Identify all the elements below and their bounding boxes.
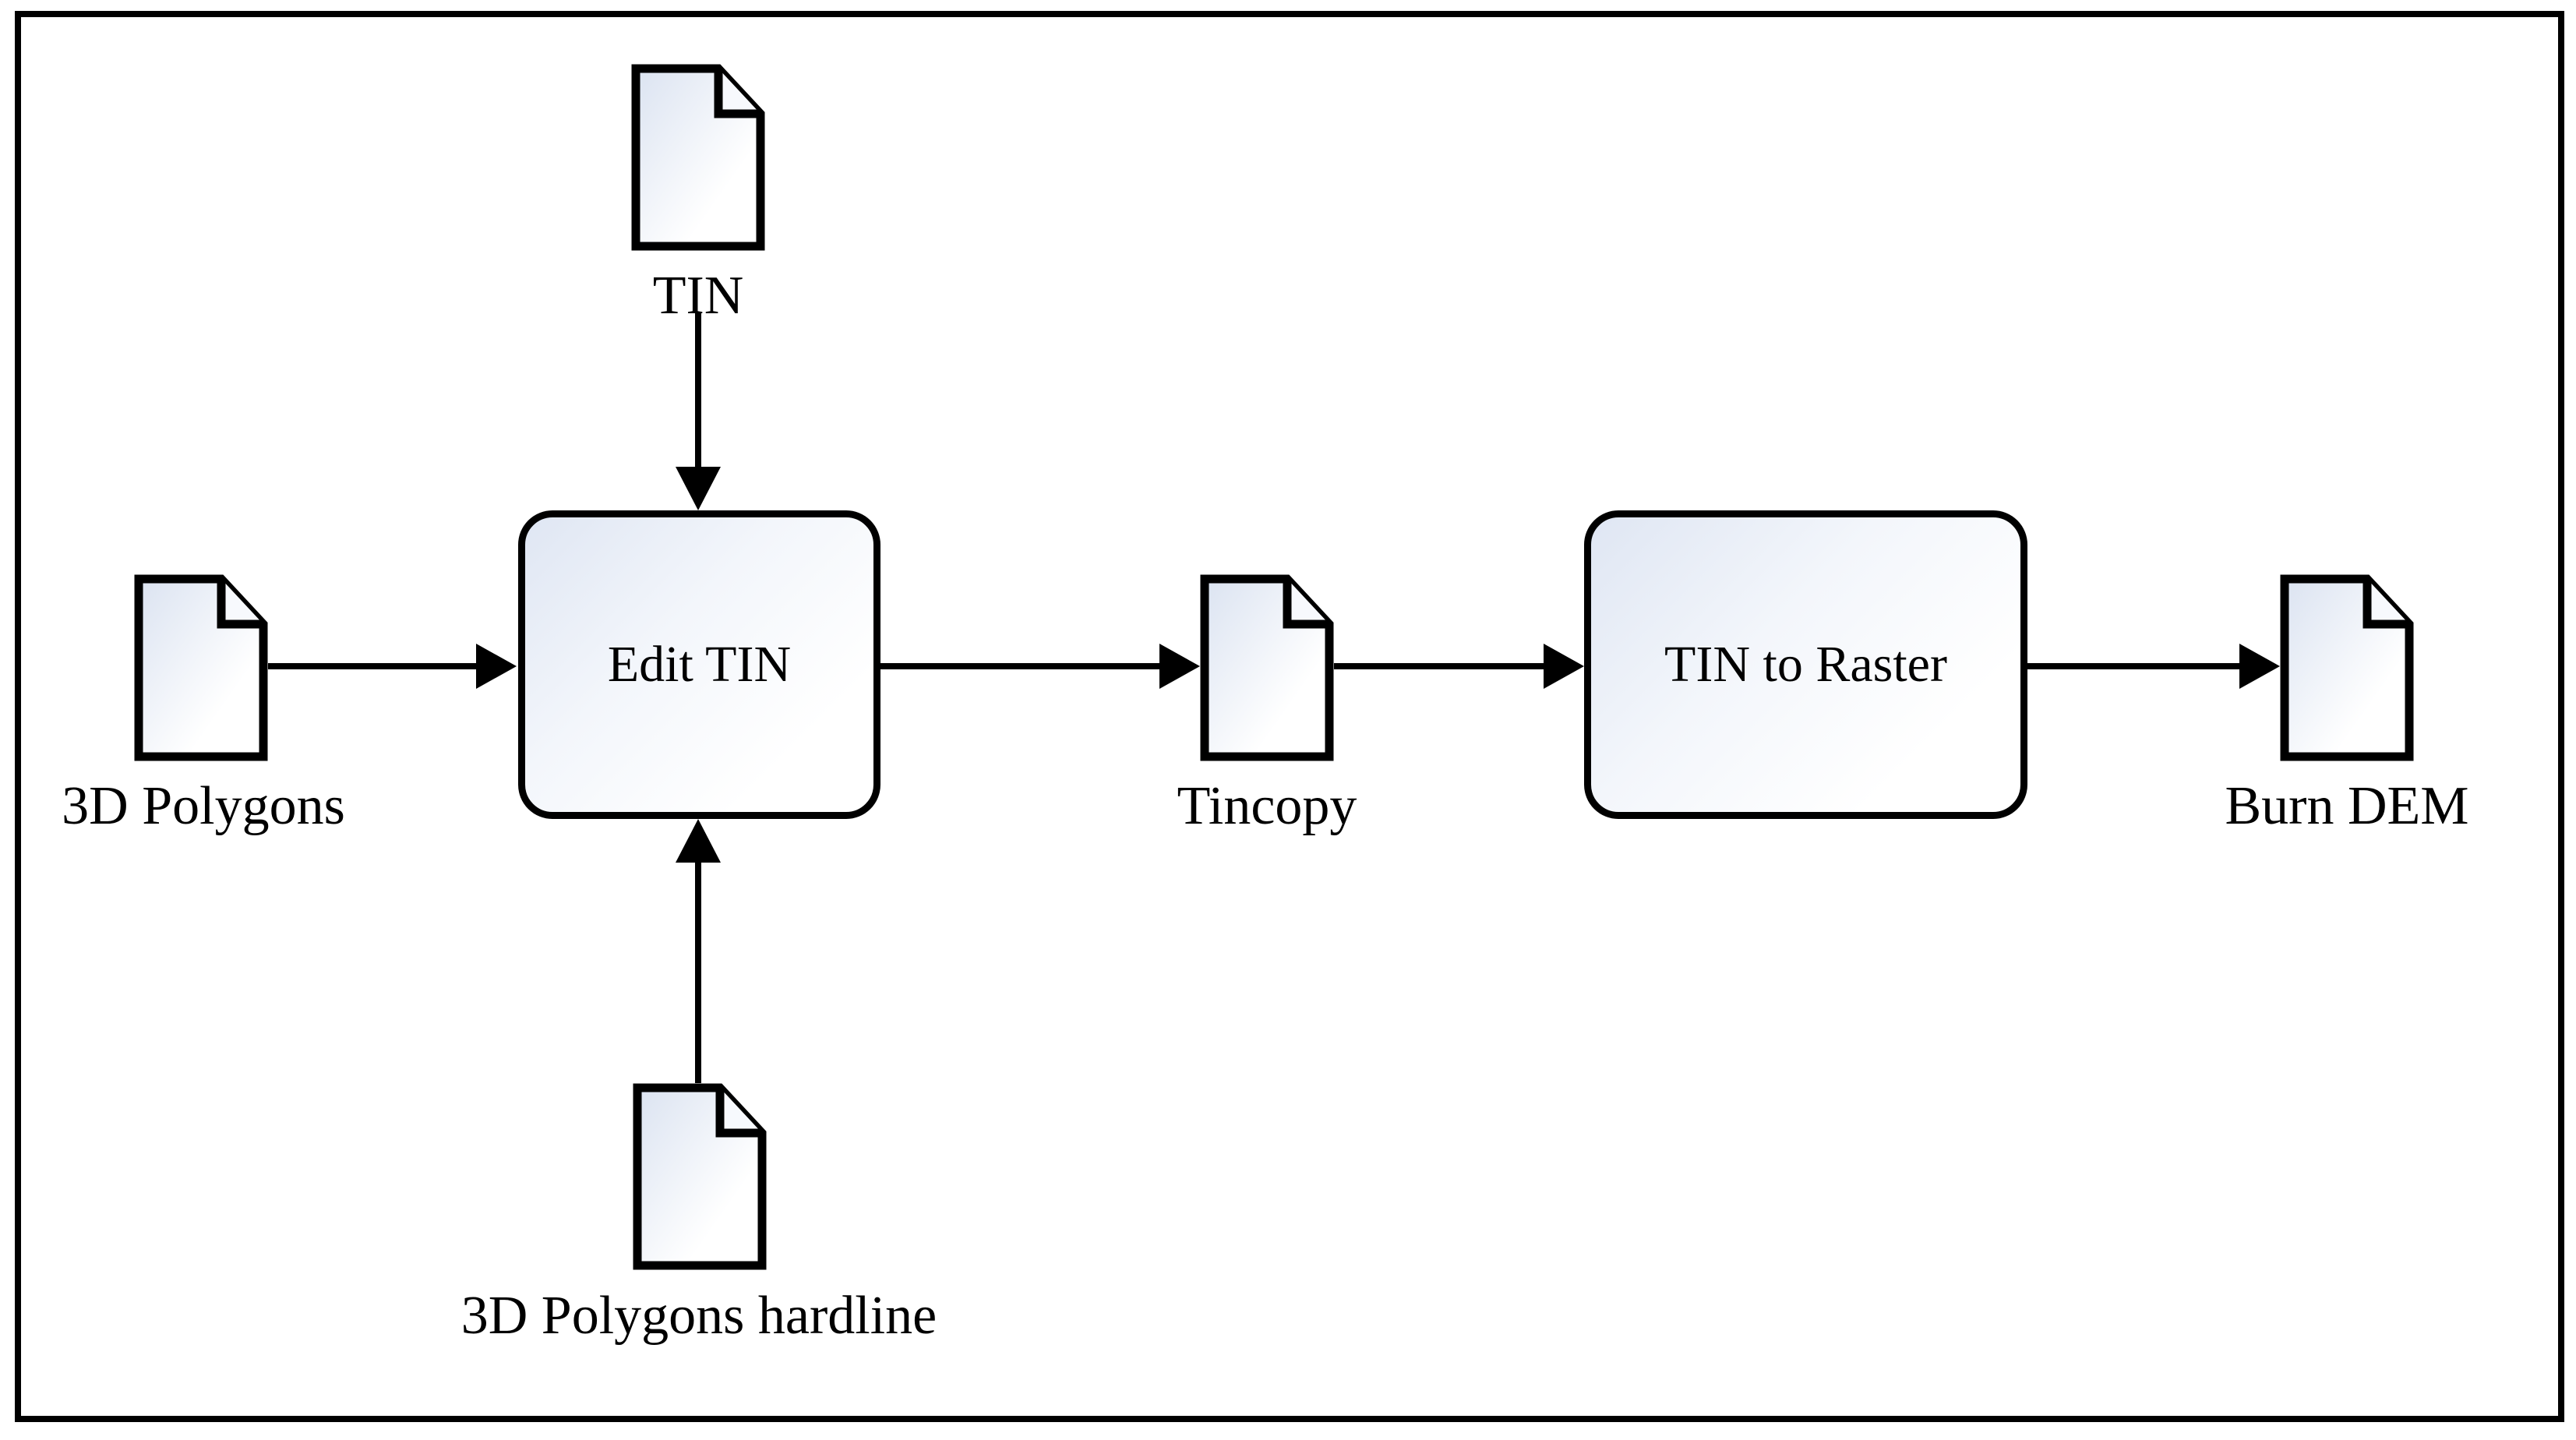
process-box-edit-tin: Edit TIN — [518, 510, 880, 819]
arrowhead-right-icon — [1159, 644, 1200, 689]
process-box-tin-to-raster: TIN to Raster — [1584, 510, 2027, 819]
process-label-tin-to-raster: TIN to Raster — [1664, 636, 1947, 693]
arrow-line-tincopy-to-tintoraster — [1334, 663, 1544, 669]
document-icon-3d-polygons-hardline — [633, 1083, 767, 1270]
node-label-burn-dem: Burn DEM — [2225, 776, 2469, 836]
arrowhead-up-icon — [676, 819, 721, 863]
arrow-line-hardline-to-edittin — [695, 863, 701, 1083]
node-label-3d-polygons-hardline: 3D Polygons hardline — [461, 1286, 937, 1346]
document-icon-burn-dem — [2280, 574, 2414, 761]
arrowhead-right-icon — [1544, 644, 1584, 689]
arrow-line-tin-to-edittin — [695, 313, 701, 469]
document-icon-tin — [631, 64, 765, 251]
arrowhead-right-icon — [2239, 644, 2280, 689]
document-icon-tincopy — [1200, 574, 1334, 761]
arrow-line-edittin-to-tincopy — [880, 663, 1159, 669]
arrowhead-right-icon — [476, 644, 517, 689]
document-icon-3d-polygons — [134, 574, 268, 761]
node-label-tincopy: Tincopy — [1177, 776, 1357, 836]
node-label-3d-polygons: 3D Polygons — [62, 776, 345, 836]
process-label-edit-tin: Edit TIN — [607, 636, 792, 693]
arrow-line-tintoraster-to-burndem — [2027, 663, 2239, 669]
arrowhead-down-icon — [676, 467, 721, 510]
arrow-line-polygons-to-edittin — [268, 663, 476, 669]
